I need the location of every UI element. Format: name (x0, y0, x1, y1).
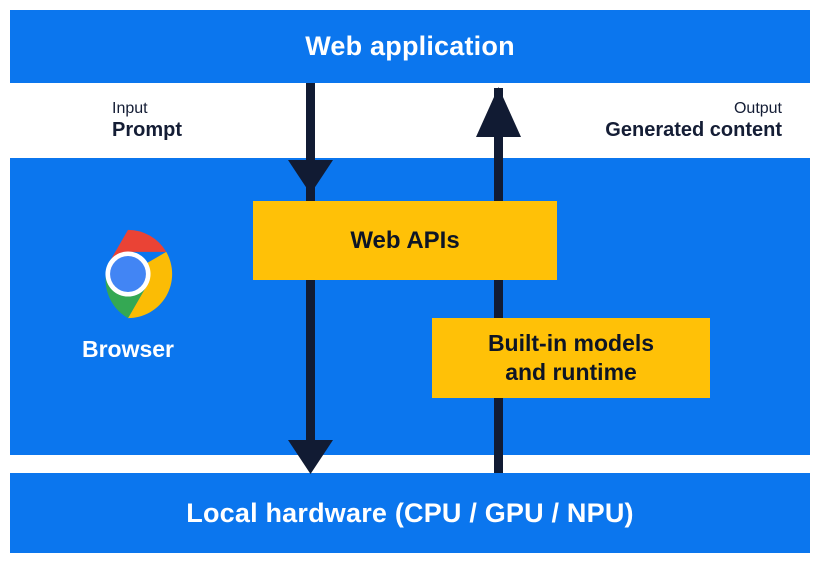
box-web-apis: Web APIs (253, 201, 557, 280)
chrome-logo-icon (105, 229, 173, 319)
web-application-title: Web application (305, 31, 515, 61)
panel-web-application: Web application (10, 10, 810, 83)
output-value-label: Generated content (605, 118, 782, 141)
local-hardware-title: Local hardware (CPU / GPU / NPU) (186, 497, 634, 528)
input-value-label: Prompt (112, 118, 182, 141)
io-label-input: Input Prompt (112, 100, 182, 142)
output-kind-label: Output (733, 100, 782, 117)
builtin-models-label: Built-in models and runtime (488, 329, 654, 387)
io-label-output: Output Generated content (605, 100, 782, 142)
browser-label: Browser (81, 336, 175, 362)
input-kind-label: Input (112, 100, 148, 117)
panel-local-hardware: Local hardware (CPU / GPU / NPU) (10, 473, 810, 553)
builtin-models-line2: and runtime (505, 359, 637, 385)
browser-identity-block: Browser (36, 228, 220, 363)
box-builtin-models: Built-in models and runtime (432, 318, 710, 398)
web-apis-label: Web APIs (350, 226, 460, 254)
builtin-models-line1: Built-in models (487, 330, 655, 357)
